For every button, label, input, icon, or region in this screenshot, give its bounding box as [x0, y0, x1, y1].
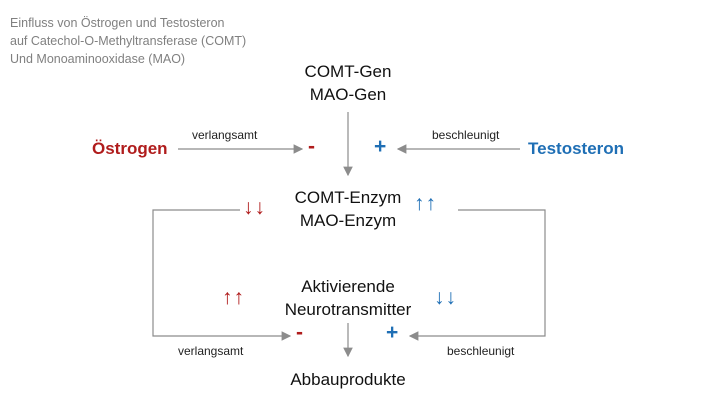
slows-label-bottom: verlangsamt [178, 344, 244, 358]
estrogen-label: Östrogen [92, 139, 168, 158]
title-line-2: auf Catechol-O-Methyltransferase (COMT) [10, 34, 247, 48]
accelerates-label-bottom: beschleunigt [447, 344, 515, 358]
genes-node: COMT-Gen MAO-Gen [273, 60, 423, 106]
enzymes-line-2: MAO-Enzym [299, 211, 397, 230]
enzymes-node: COMT-Enzym MAO-Enzym [258, 186, 438, 232]
degradation-node: Abbauprodukte [290, 370, 406, 389]
minus-sign-top: - [308, 135, 315, 158]
accelerates-label-top: beschleunigt [432, 128, 500, 142]
neuro-up-arrows-icon: ↑↑ [222, 286, 245, 309]
minus-sign-bottom: - [296, 321, 303, 344]
title-line-1: Einfluss von Östrogen und Testosteron [10, 16, 225, 30]
enzymes-line-1: COMT-Enzym [294, 188, 402, 207]
enzymes-down-arrows-icon: ↓↓ [243, 196, 266, 219]
genes-line-2: MAO-Gen [309, 85, 387, 104]
genes-line-1: COMT-Gen [304, 62, 392, 81]
title-block: Einfluss von Östrogen und Testosteron au… [10, 14, 246, 68]
left-loop-arrow [152, 209, 292, 341]
neuro-down-arrows-icon: ↓↓ [434, 286, 457, 309]
right-loop-arrow [408, 209, 546, 341]
neuro-line-1: Aktivierende [301, 277, 395, 296]
plus-sign-bottom: + [386, 321, 399, 344]
neurotransmitter-node: Aktivierende Neurotransmitter [258, 275, 438, 321]
enzymes-up-arrows-icon: ↑↑ [414, 192, 437, 215]
title-line-3: Und Monoaminooxidase (MAO) [10, 52, 186, 66]
slows-label-top: verlangsamt [192, 128, 258, 142]
testosterone-label: Testosteron [528, 139, 625, 158]
plus-sign-top: + [374, 135, 387, 158]
neuro-line-2: Neurotransmitter [284, 300, 412, 319]
